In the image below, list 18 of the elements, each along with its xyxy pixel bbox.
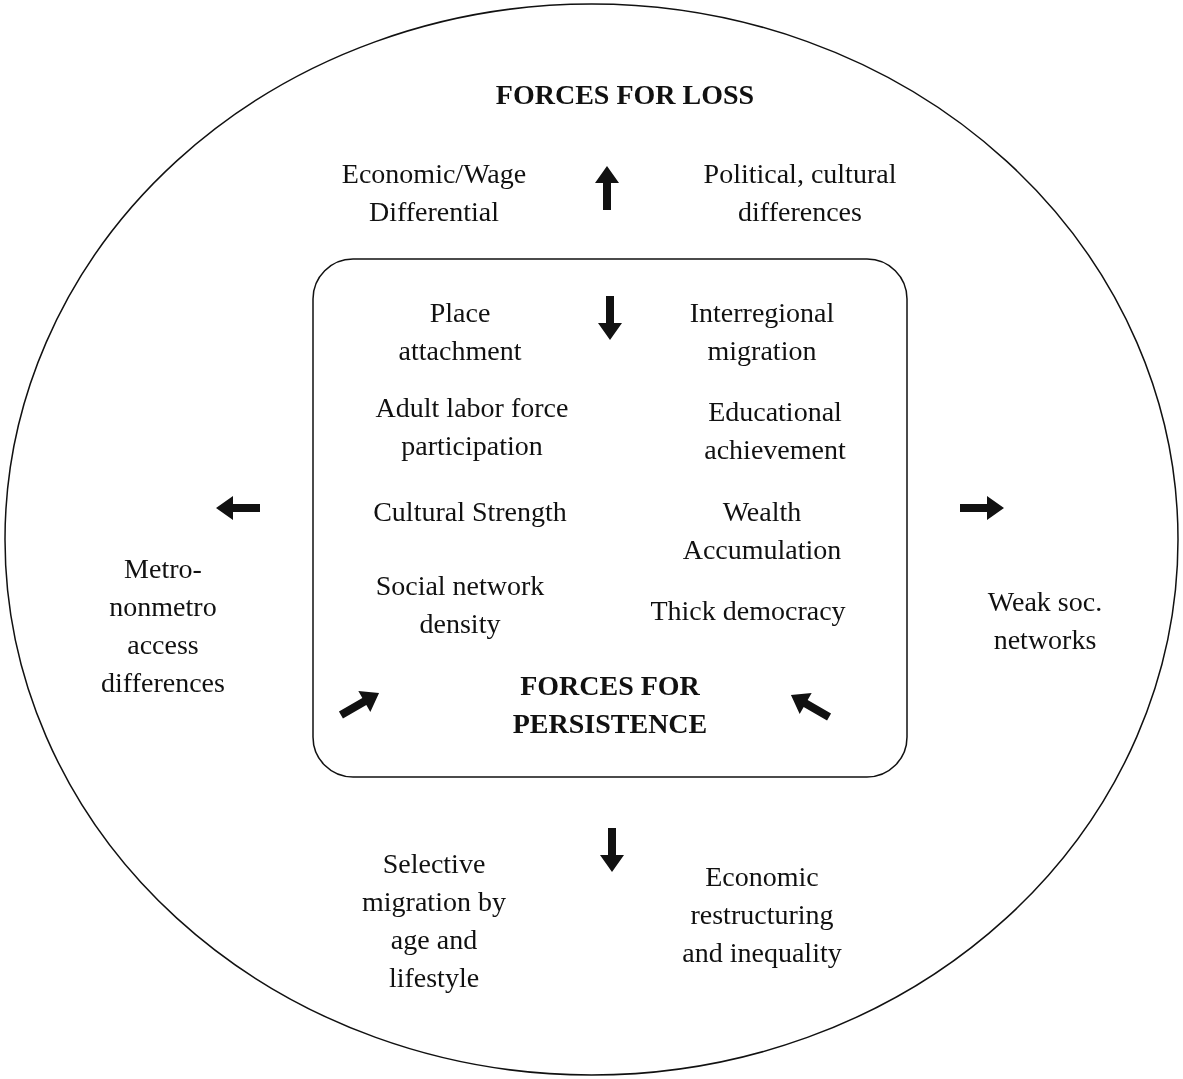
inner-rounded-box (312, 258, 908, 778)
factor-text: Place attachment (397, 296, 523, 368)
factor-text: Wealth Accumulation (681, 495, 843, 567)
outer-circle (4, 3, 1179, 1076)
factor-text: Cultural Strength (372, 495, 568, 529)
heading: FORCES FOR LOSS (494, 78, 756, 112)
factor-text: Thick democracy (649, 594, 847, 628)
factor-text: Selective migration by age and lifestyle (361, 847, 507, 995)
factor-text: Adult labor force participation (374, 391, 570, 463)
factor-text: Economic/Wage Differential (340, 157, 528, 229)
factor-text: Interregional migration (688, 296, 836, 368)
factor-text: Economic restructuring and inequality (681, 860, 843, 970)
factor-text: Metro-nonmetro access differences (100, 552, 226, 700)
factor-text: Weak soc. networks (986, 585, 1104, 657)
heading: FORCES FOR PERSISTENCE (511, 669, 709, 741)
factor-text: Social network density (374, 569, 546, 641)
factor-text: Political, cultural differences (702, 157, 898, 229)
factor-text: Educational achievement (703, 395, 847, 467)
